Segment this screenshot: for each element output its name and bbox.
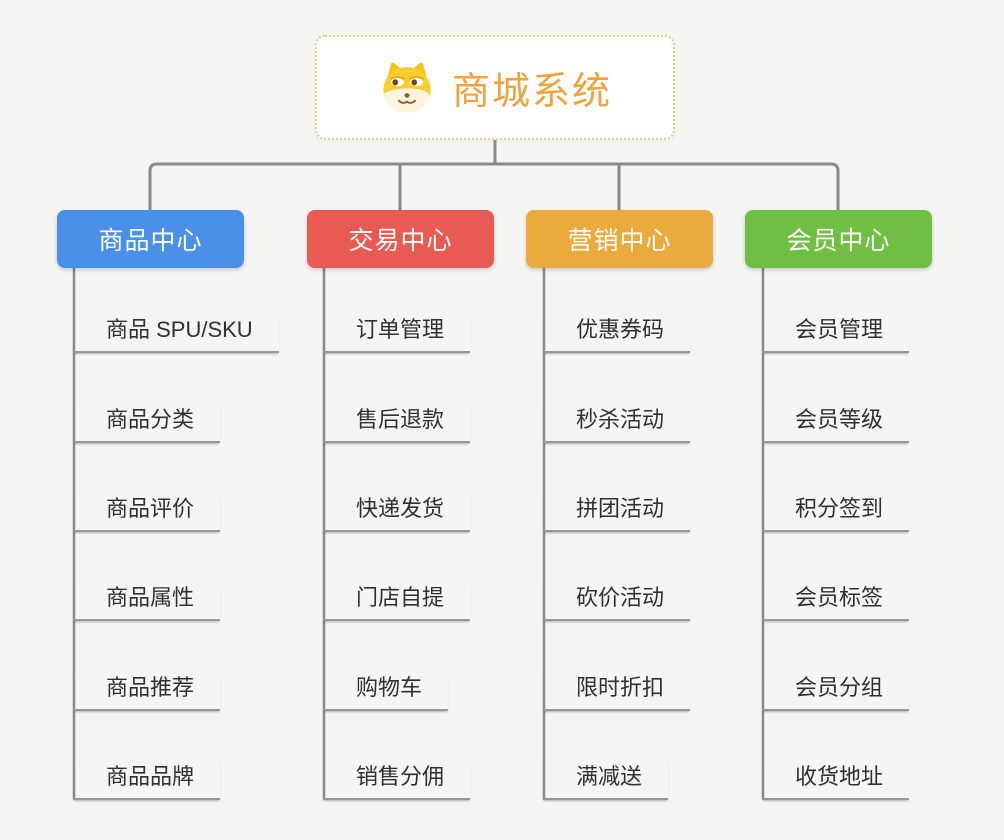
leaf-node[interactable]: 会员标签	[762, 583, 910, 621]
root-node-title: 商城系统	[451, 71, 612, 113]
branch-node-trade[interactable]: 交易中心	[307, 210, 494, 268]
root-node[interactable]: 商城系统	[315, 35, 675, 140]
leaf-node[interactable]: 会员等级	[762, 405, 910, 443]
leaf-node[interactable]: 订单管理	[323, 315, 471, 353]
branch-node-member[interactable]: 会员中心	[745, 210, 932, 268]
leaf-node[interactable]: 商品品牌	[73, 762, 221, 800]
leaf-node[interactable]: 销售分佣	[323, 762, 471, 800]
leaf-node[interactable]: 收货地址	[762, 762, 910, 800]
doge-icon	[383, 62, 431, 112]
leaf-node[interactable]: 快递发货	[323, 494, 471, 532]
leaf-node[interactable]: 满减送	[543, 762, 669, 800]
leaf-node[interactable]: 秒杀活动	[543, 405, 691, 443]
leaf-node[interactable]: 门店自提	[323, 583, 471, 621]
branch-node-marketing[interactable]: 营销中心	[526, 210, 713, 268]
leaf-node[interactable]: 商品分类	[73, 405, 221, 443]
leaf-node[interactable]: 积分签到	[762, 494, 910, 532]
leaf-node[interactable]: 会员分组	[762, 673, 910, 711]
leaf-node[interactable]: 会员管理	[762, 315, 910, 353]
branch-connector-line	[148, 162, 840, 212]
leaf-node[interactable]: 砍价活动	[543, 583, 691, 621]
leaf-node[interactable]: 售后退款	[323, 405, 471, 443]
leaf-node[interactable]: 商品属性	[73, 583, 221, 621]
leaf-node[interactable]: 商品推荐	[73, 673, 221, 711]
leaf-node[interactable]: 购物车	[323, 673, 449, 711]
leaf-node[interactable]: 商品评价	[73, 494, 221, 532]
leaf-node[interactable]: 优惠券码	[543, 315, 691, 353]
leaf-node[interactable]: 拼团活动	[543, 494, 691, 532]
branch-node-product[interactable]: 商品中心	[57, 210, 244, 268]
leaf-node[interactable]: 商品 SPU/SKU	[73, 315, 279, 353]
leaf-node[interactable]: 限时折扣	[543, 673, 691, 711]
